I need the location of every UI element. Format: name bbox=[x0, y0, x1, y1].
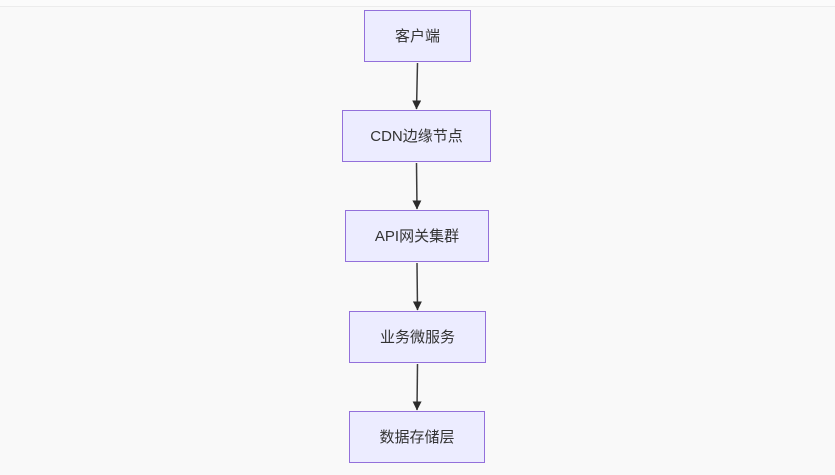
flow-edge-api-gateway-to-microservices bbox=[412, 262, 422, 311]
flow-node-cdn-edge: CDN边缘节点 bbox=[342, 110, 491, 162]
flow-edge-client-to-cdn-edge bbox=[412, 62, 422, 110]
flow-node-data-storage: 数据存储层 bbox=[349, 411, 485, 463]
flow-node-api-gateway: API网关集群 bbox=[345, 210, 489, 262]
flow-edge-microservices-to-data-storage bbox=[412, 363, 422, 411]
flow-node-label: API网关集群 bbox=[374, 227, 460, 245]
flow-node-label: CDN边缘节点 bbox=[370, 127, 463, 145]
flow-edge-cdn-edge-to-api-gateway bbox=[412, 162, 422, 210]
flow-node-label: 客户端 bbox=[394, 27, 440, 45]
flow-node-client: 客户端 bbox=[364, 10, 471, 62]
top-divider bbox=[0, 0, 835, 7]
flow-node-label: 数据存储层 bbox=[379, 428, 455, 446]
flow-node-microservices: 业务微服务 bbox=[349, 311, 486, 363]
flow-node-label: 业务微服务 bbox=[379, 328, 455, 346]
